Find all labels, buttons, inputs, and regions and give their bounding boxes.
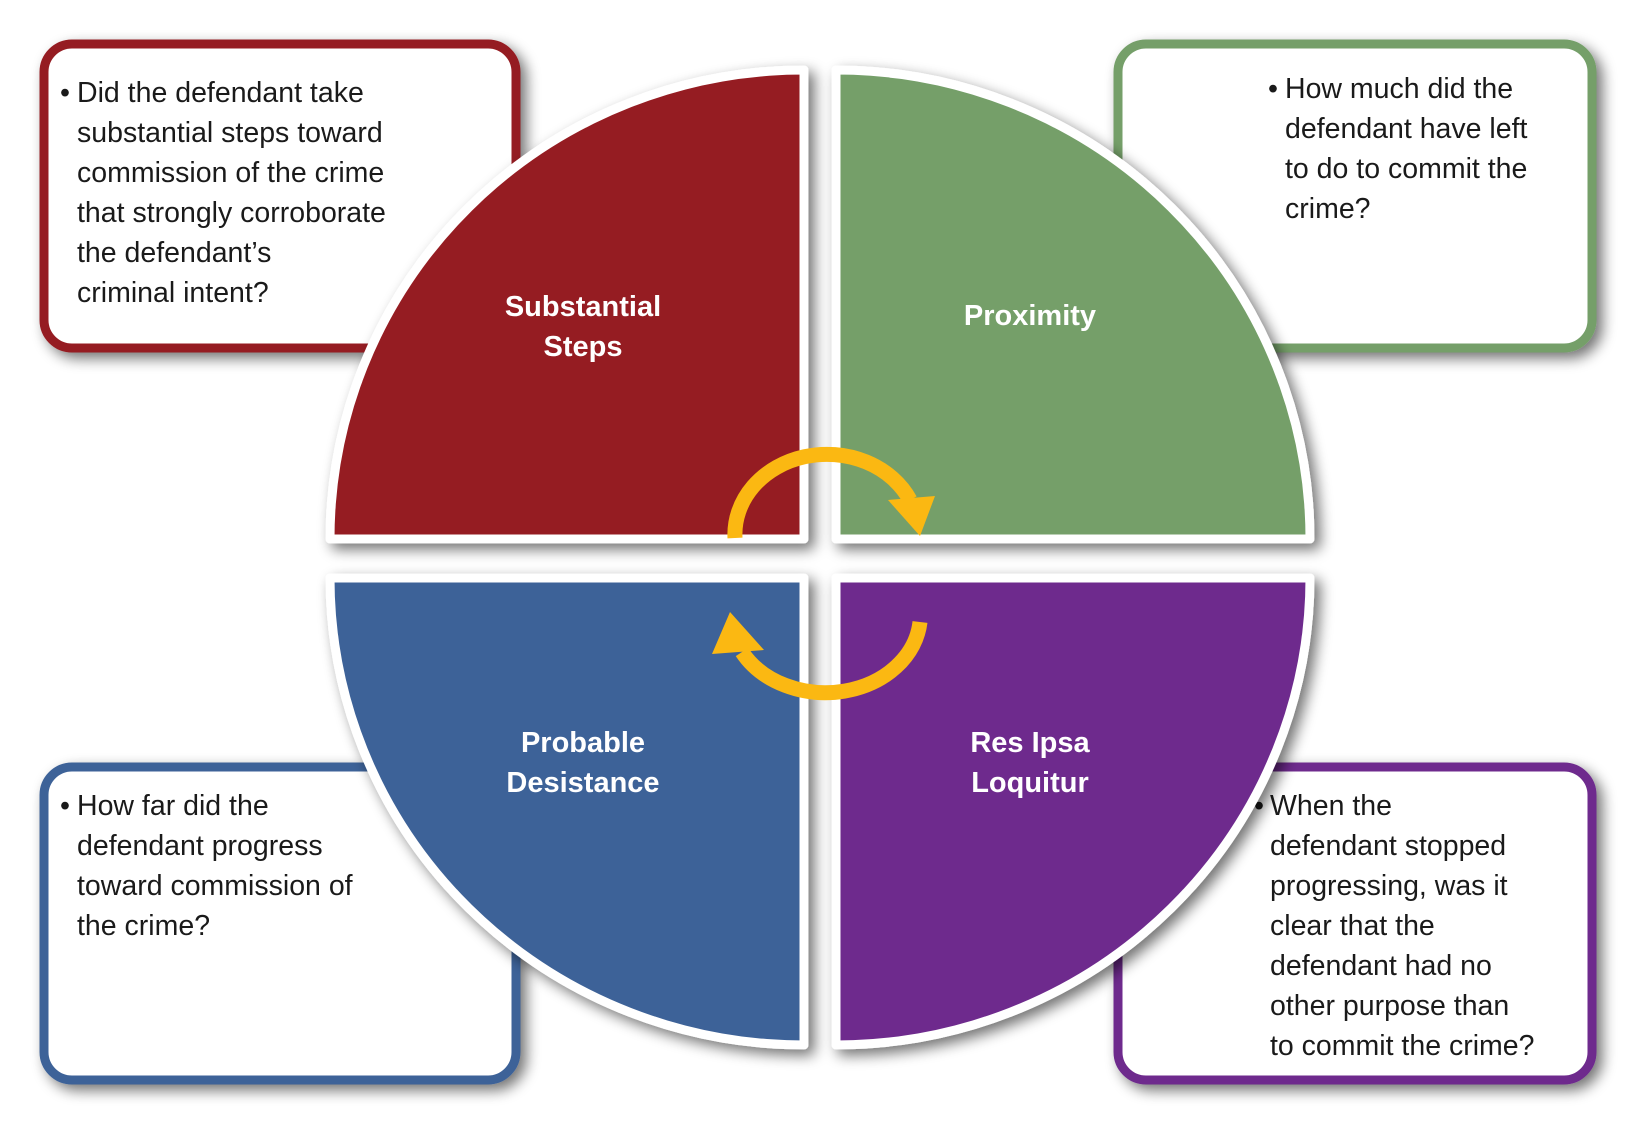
box-line: criminal intent?	[77, 277, 269, 309]
box-text-proximity: • How much did the defendant have left t…	[1268, 73, 1528, 225]
box-line: to do to commit the	[1285, 153, 1527, 185]
quadrant-proximity	[831, 65, 1315, 544]
arrowhead-icon	[712, 612, 764, 654]
bullet: •	[1268, 73, 1278, 105]
label-proximity: Proximity	[964, 300, 1096, 332]
box-line: toward commission of	[77, 870, 353, 902]
box-line: substantial steps toward	[77, 117, 383, 149]
clockwise-arrow-bottom	[712, 612, 928, 701]
label-substantial-steps-line2: Steps	[544, 331, 623, 363]
box-line: commission of the crime	[77, 157, 384, 189]
box-line: defendant had no	[1270, 950, 1492, 982]
box-line: other purpose than	[1270, 990, 1509, 1022]
box-line: defendant have left	[1285, 113, 1528, 145]
box-line: Did the defendant take	[77, 77, 364, 109]
label-substantial-steps-line1: Substantial	[505, 291, 661, 323]
label-res-ipsa-line2: Loquitur	[971, 767, 1089, 799]
box-text-substantial-steps: • Did the defendant take substantial ste…	[60, 77, 386, 309]
box-line: When the	[1270, 790, 1392, 822]
box-text-res-ipsa-loquitur: • When the defendant stopped progressing…	[1254, 790, 1535, 1062]
box-line: clear that the	[1270, 910, 1435, 942]
box-line: defendant stopped	[1270, 830, 1506, 862]
arrowhead-icon	[888, 496, 935, 536]
label-probable-desistance-line2: Desistance	[506, 767, 659, 799]
box-line: the crime?	[77, 910, 210, 942]
label-res-ipsa-line1: Res Ipsa	[970, 727, 1090, 759]
quadrant-probable-desistance	[325, 573, 809, 1050]
box-line: crime?	[1285, 193, 1371, 225]
clockwise-arrow-top	[727, 446, 935, 539]
box-line: to commit the crime?	[1270, 1030, 1535, 1062]
box-line: that strongly corroborate	[77, 197, 386, 229]
quadrant-substantial-steps	[325, 65, 809, 544]
box-line: the defendant’s	[77, 237, 271, 269]
bullet: •	[60, 790, 70, 822]
box-line: defendant progress	[77, 830, 323, 862]
label-probable-desistance-line1: Probable	[521, 727, 645, 759]
quadrant-res-ipsa-loquitur	[831, 573, 1315, 1050]
box-text-probable-desistance: • How far did the defendant progress tow…	[60, 790, 353, 942]
bullet: •	[60, 77, 70, 109]
bullet: •	[1254, 790, 1264, 822]
box-line: How far did the	[77, 790, 269, 822]
box-line: progressing, was it	[1270, 870, 1508, 902]
box-line: How much did the	[1285, 73, 1513, 105]
